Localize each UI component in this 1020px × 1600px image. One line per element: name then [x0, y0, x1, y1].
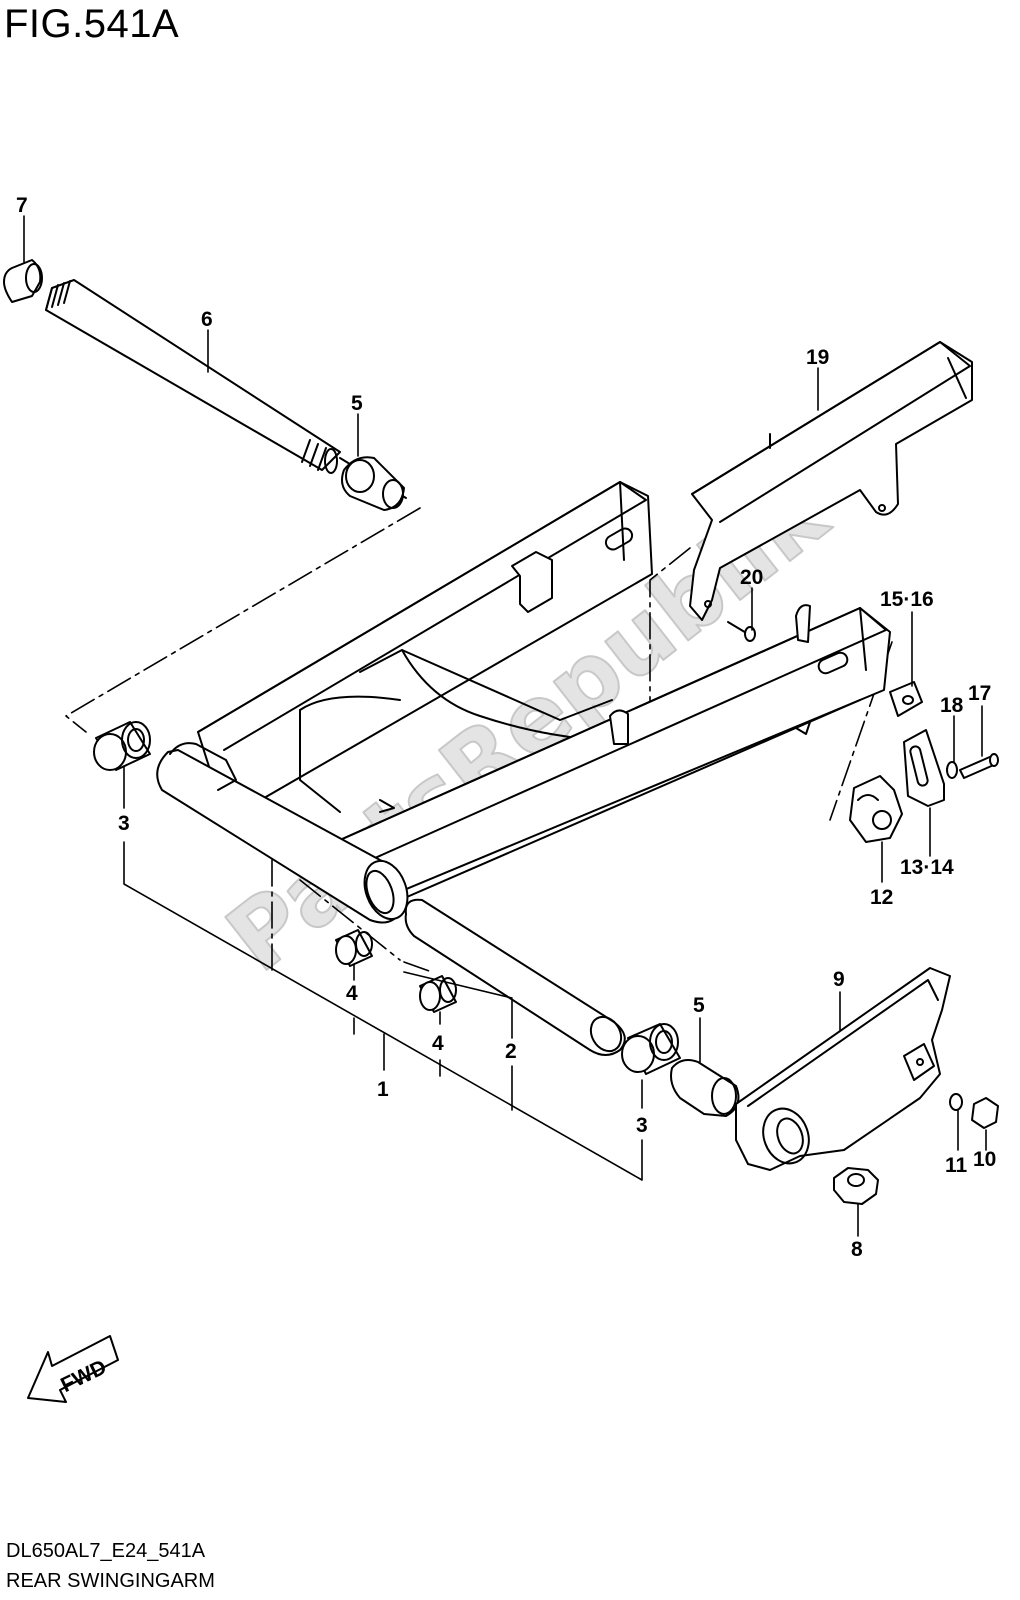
part-12-bracket — [849, 775, 903, 843]
part-1-swingarm — [156, 481, 891, 924]
callout-1: 1 — [377, 1078, 389, 1101]
callout-11: 11 — [945, 1154, 968, 1177]
figure-title: FIG.541A — [4, 2, 180, 46]
callout-15-16: 15·16 — [880, 588, 934, 611]
part-2-spacer — [404, 898, 626, 1056]
part-6-pivot-shaft — [45, 279, 407, 499]
part-19-chain-cover — [689, 341, 973, 621]
callout-9: 9 — [833, 968, 845, 991]
callout-3-left: 3 — [118, 812, 130, 835]
part-15-16-plate — [889, 681, 923, 717]
part-13-14-adjuster — [903, 729, 945, 807]
callout-13-14: 13·14 — [900, 856, 954, 879]
part-3-bearing-left — [93, 721, 151, 771]
callout-3-right: 3 — [636, 1114, 648, 1137]
diagram-code: DL650AL7_E24_541A — [6, 1540, 206, 1562]
part-7-nut — [3, 259, 43, 303]
part-4-bearing-b — [419, 975, 457, 1013]
callout-4-a: 4 — [346, 982, 358, 1005]
part-17-bolt — [959, 753, 999, 779]
part-5-collar-top — [341, 456, 405, 511]
callout-6: 6 — [201, 308, 213, 331]
callout-4-b: 4 — [432, 1032, 444, 1055]
callout-18: 18 — [940, 694, 964, 717]
callout-7: 7 — [16, 194, 28, 217]
callout-2: 2 — [505, 1040, 517, 1063]
part-4-bearing-a — [335, 929, 373, 967]
callout-10: 10 — [973, 1148, 996, 1171]
leader-lines — [23, 215, 987, 1237]
callout-5-top: 5 — [351, 392, 363, 415]
callout-17: 17 — [968, 682, 991, 705]
callout-labels: 7 6 5 19 20 15·16 17 18 3 13·14 12 9 4 5… — [16, 194, 996, 1261]
part-18-washer — [946, 761, 958, 779]
callout-8: 8 — [851, 1238, 863, 1261]
part-10-bolt — [971, 1097, 999, 1129]
part-5-collar-bottom — [670, 1059, 740, 1117]
callout-20: 20 — [740, 566, 763, 589]
part-3-bearing-right — [621, 1023, 681, 1075]
part-9-chain-buffer — [735, 967, 951, 1171]
callout-5-bottom: 5 — [693, 994, 705, 1017]
callout-12: 12 — [870, 886, 893, 909]
part-11-washer — [949, 1093, 963, 1111]
part-8-nut — [833, 1167, 879, 1205]
diagram-name: REAR SWINGINGARM — [6, 1570, 215, 1592]
callout-19: 19 — [806, 346, 829, 369]
fwd-arrow-icon: FWD — [27, 1335, 119, 1403]
